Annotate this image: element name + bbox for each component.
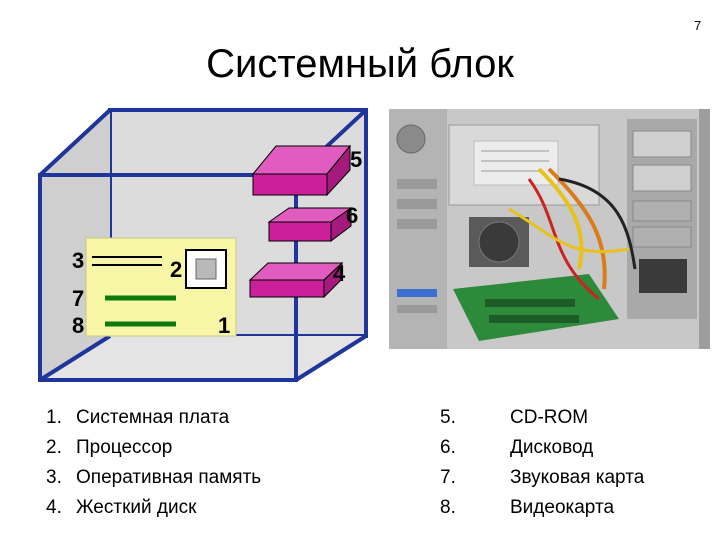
- label-cdrom: 5: [350, 147, 362, 172]
- legend-number: 3.: [46, 467, 62, 488]
- case-bottom-face: [40, 336, 366, 380]
- system-unit-photo: [389, 109, 710, 349]
- cdrom-drive-front: [252, 173, 328, 196]
- legend-text: Звуковая карта: [510, 467, 645, 488]
- legend-text: Процессор: [76, 437, 173, 458]
- legend-text: Видеокарта: [510, 497, 615, 518]
- label-sound-card: 7: [72, 286, 84, 311]
- hdd-front: [249, 279, 325, 298]
- label-cpu: 2: [170, 257, 182, 282]
- legend-number: 5.: [440, 407, 456, 428]
- legend-item: 3. Оперативная память: [46, 463, 261, 493]
- legend-right: 5. CD-ROM 6. Дисковод 7. Звуковая карта …: [440, 403, 644, 523]
- case-edge: [38, 334, 112, 382]
- label-video-card: 8: [72, 313, 84, 338]
- legend-text: CD-ROM: [510, 407, 589, 428]
- page-number: 7: [694, 18, 702, 33]
- legend-number: 2.: [46, 437, 62, 458]
- legend-number: 8.: [440, 497, 456, 518]
- legend-number: 7.: [440, 467, 456, 488]
- case-edge: [294, 334, 368, 382]
- legend-item: 1. Системная плата: [46, 403, 261, 433]
- cpu-chip: [195, 258, 217, 280]
- legend-number: 4.: [46, 497, 62, 518]
- label-hdd: 4: [333, 261, 346, 286]
- legend-item: 6. Дисковод: [440, 433, 644, 463]
- legend-left: 1. Системная плата 2. Процессор 3. Опера…: [46, 403, 261, 523]
- legend-item: 5. CD-ROM: [440, 403, 644, 433]
- legend-item: 4. Жесткий диск: [46, 493, 261, 523]
- slide-title: Системный блок: [206, 42, 514, 86]
- floppy-drive-front: [268, 221, 332, 242]
- legend-text: Жесткий диск: [76, 497, 197, 518]
- label-motherboard: 1: [218, 313, 230, 338]
- case-edge: [38, 108, 112, 177]
- legend-item: 7. Звуковая карта: [440, 463, 644, 493]
- legend-item: 2. Процессор: [46, 433, 261, 463]
- label-ram: 3: [72, 248, 84, 273]
- legend-text: Дисковод: [510, 437, 594, 458]
- legend-number: 6.: [440, 437, 456, 458]
- legend-item: 8. Видеокарта: [440, 493, 644, 523]
- legend-number: 1.: [46, 407, 62, 428]
- legend-text: Оперативная память: [76, 467, 262, 488]
- label-floppy: 6: [346, 203, 358, 228]
- legend-text: Системная плата: [76, 407, 230, 428]
